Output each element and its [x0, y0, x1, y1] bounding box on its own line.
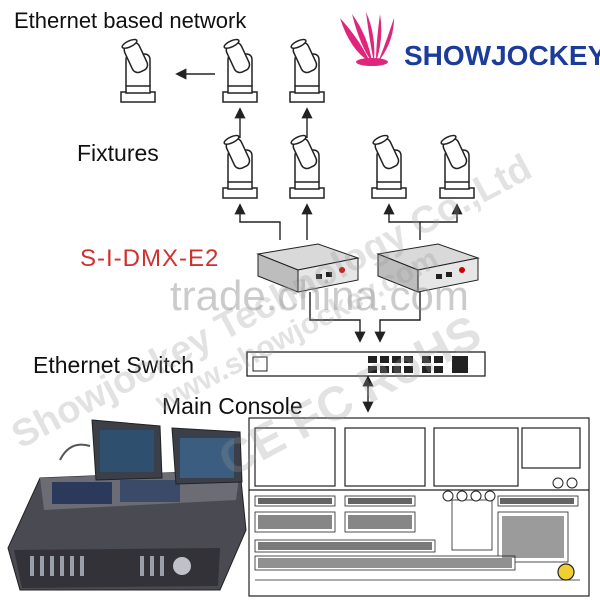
fixture-top-2: [222, 37, 258, 103]
fixture-arrows: [175, 68, 463, 413]
fixture-mid-3: [371, 133, 407, 199]
switch-label: Ethernet Switch: [33, 352, 195, 378]
fixture-mid-4: [439, 133, 475, 199]
fixtures-label: Fixtures: [77, 140, 159, 166]
brand-logo-mark: [340, 12, 394, 66]
console-schematic: [248, 417, 590, 597]
dmx-node-1: [257, 243, 359, 293]
console-label: Main Console: [162, 393, 303, 419]
fixture-top-3: [289, 37, 325, 103]
network-title: Ethernet based network: [14, 8, 247, 33]
ethernet-switch: [246, 351, 486, 377]
console-photo: [7, 419, 247, 591]
fixture-mid-2: [289, 133, 325, 199]
fixture-top-1: [120, 37, 156, 103]
device-label: S-I-DMX-E2: [80, 245, 220, 272]
dmx-node-2: [377, 243, 479, 293]
brand-name: SHOWJOCKEY: [404, 40, 600, 71]
fixture-mid-1: [222, 133, 258, 199]
